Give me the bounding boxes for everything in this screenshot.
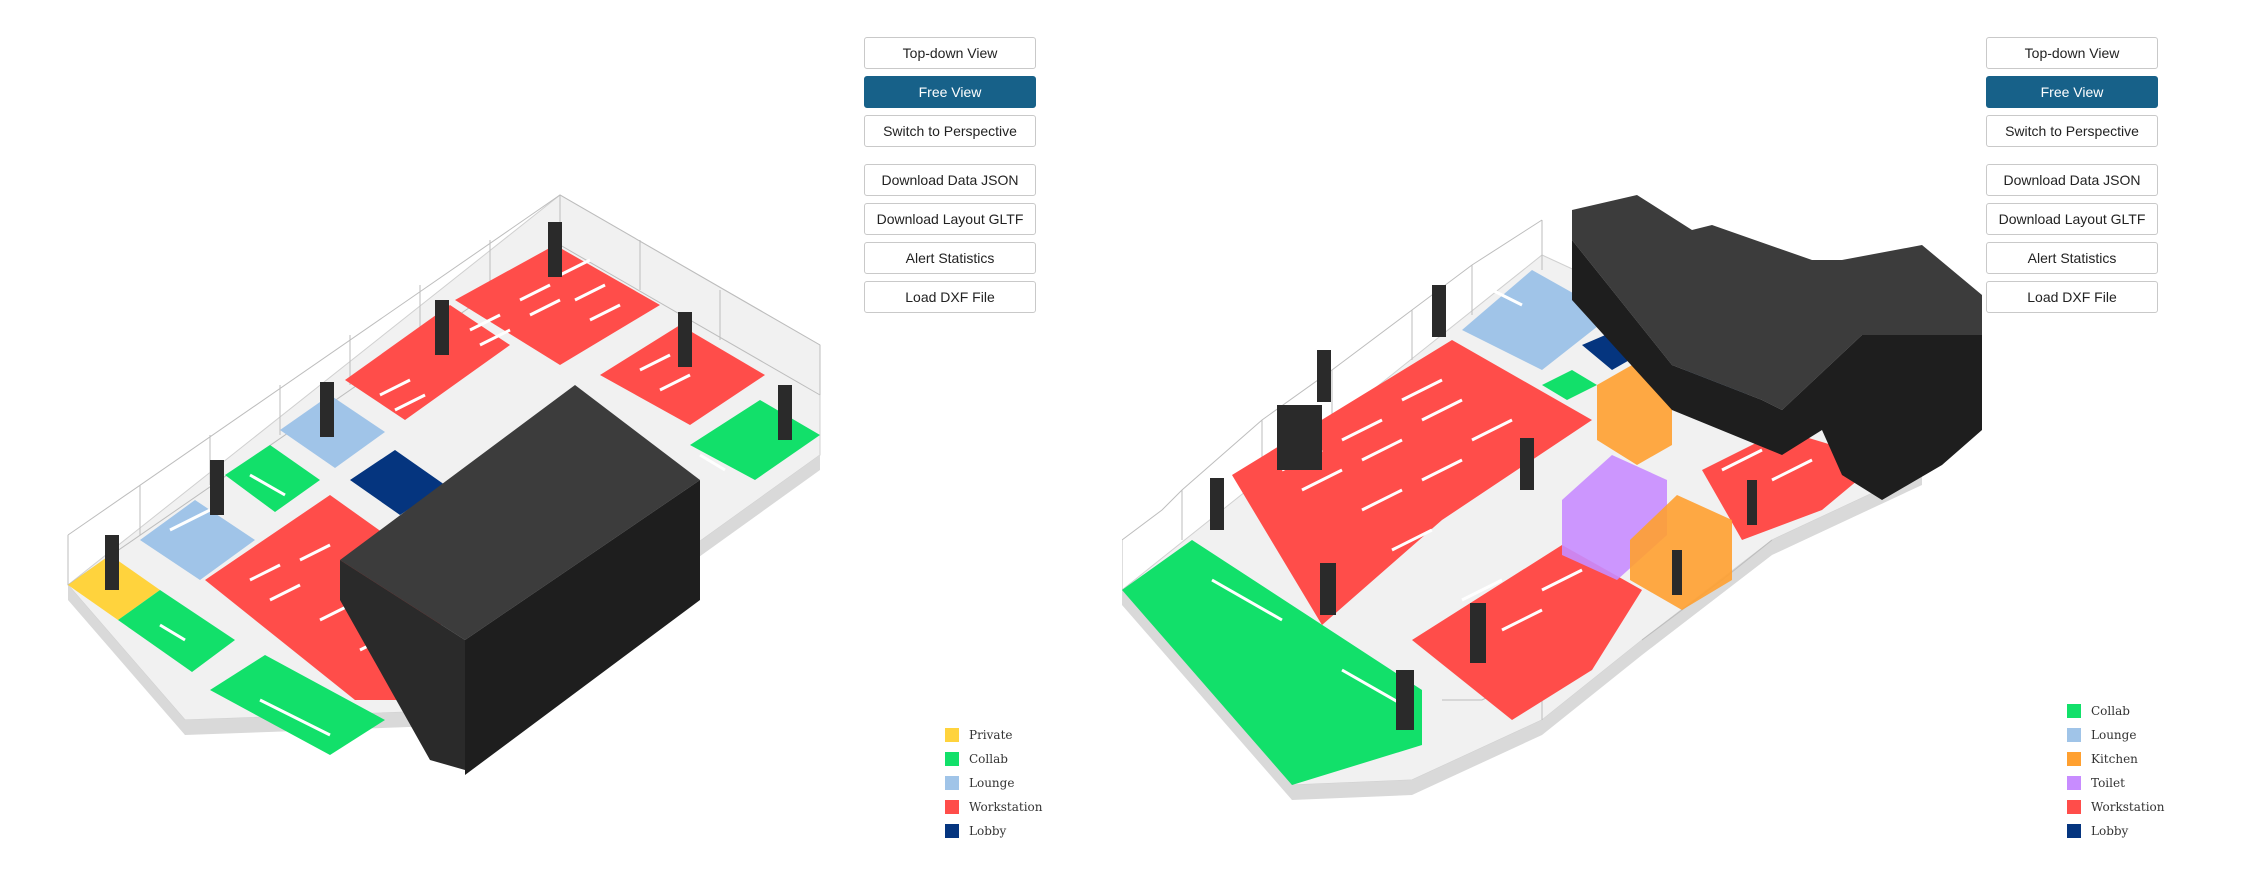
top-down-view-button[interactable]: Top-down View — [1986, 37, 2158, 69]
zone-workstation — [455, 245, 660, 365]
switch-perspective-button[interactable]: Switch to Perspective — [1986, 115, 2158, 147]
free-view-button[interactable]: Free View — [864, 76, 1036, 108]
core-top — [340, 385, 700, 640]
legend-swatch — [945, 800, 959, 814]
load-dxf-button[interactable]: Load DXF File — [864, 281, 1036, 313]
legend-swatch — [945, 752, 959, 766]
zone-workstation — [1412, 545, 1642, 720]
core-top — [1572, 195, 1982, 410]
legend-swatch — [2067, 752, 2081, 766]
legend-label: Toilet — [2091, 776, 2125, 790]
legend-label: Collab — [2091, 704, 2130, 718]
legend-swatch — [945, 728, 959, 742]
legend-swatch — [945, 824, 959, 838]
floor-3d-viewport-left[interactable] — [0, 0, 1122, 886]
legend-label: Kitchen — [2091, 752, 2138, 766]
zone-collab — [1542, 370, 1597, 400]
zone-collab — [1122, 540, 1422, 785]
core-front-face — [1572, 240, 1982, 500]
core-left-face — [340, 560, 465, 770]
legend-label: Lounge — [969, 776, 1015, 790]
download-gltf-button[interactable]: Download Layout GLTF — [1986, 203, 2158, 235]
legend-swatch — [2067, 728, 2081, 742]
legend-label: Lobby — [2091, 824, 2129, 838]
structural-columns — [105, 222, 792, 590]
zone-collab — [210, 655, 385, 755]
legend-label: Lobby — [969, 824, 1007, 838]
zone-workstation — [600, 325, 765, 425]
floor-slab-edge — [1122, 470, 1922, 800]
legend-swatch — [2067, 704, 2081, 718]
download-gltf-button[interactable]: Download Layout GLTF — [864, 203, 1036, 235]
zone-collab — [225, 445, 320, 512]
legend-label: Collab — [969, 752, 1008, 766]
legend-label: Lounge — [2091, 728, 2137, 742]
alert-statistics-button[interactable]: Alert Statistics — [864, 242, 1036, 274]
legend-swatch — [945, 776, 959, 790]
desk-furniture — [159, 258, 726, 737]
load-dxf-button[interactable]: Load DXF File — [1986, 281, 2158, 313]
legend-swatch — [2067, 776, 2081, 790]
legend-swatch — [2067, 800, 2081, 814]
floor-plan-viewer-right: Top-down View Free View Switch to Perspe… — [1122, 0, 2244, 886]
download-json-button[interactable]: Download Data JSON — [864, 164, 1036, 196]
legend-label: Workstation — [969, 800, 1043, 814]
structural-columns — [1210, 285, 1850, 730]
floor-3d-viewport-right[interactable] — [1122, 0, 2244, 886]
zone-workstation — [1232, 340, 1592, 625]
free-view-button[interactable]: Free View — [1986, 76, 2158, 108]
alert-statistics-button[interactable]: Alert Statistics — [1986, 242, 2158, 274]
download-json-button[interactable]: Download Data JSON — [1986, 164, 2158, 196]
floor-plan-viewer-left: Top-down View Free View Switch to Perspe… — [0, 0, 1122, 886]
legend-label: Private — [969, 728, 1013, 742]
zone-collab — [118, 590, 235, 672]
kitchen-block — [1597, 365, 1672, 465]
top-down-view-button[interactable]: Top-down View — [864, 37, 1036, 69]
core-right-face — [465, 480, 700, 775]
legend-label: Workstation — [2091, 800, 2165, 814]
switch-perspective-button[interactable]: Switch to Perspective — [864, 115, 1036, 147]
legend-swatch — [2067, 824, 2081, 838]
zone-lobby — [350, 450, 445, 515]
zone-lounge — [140, 500, 255, 580]
